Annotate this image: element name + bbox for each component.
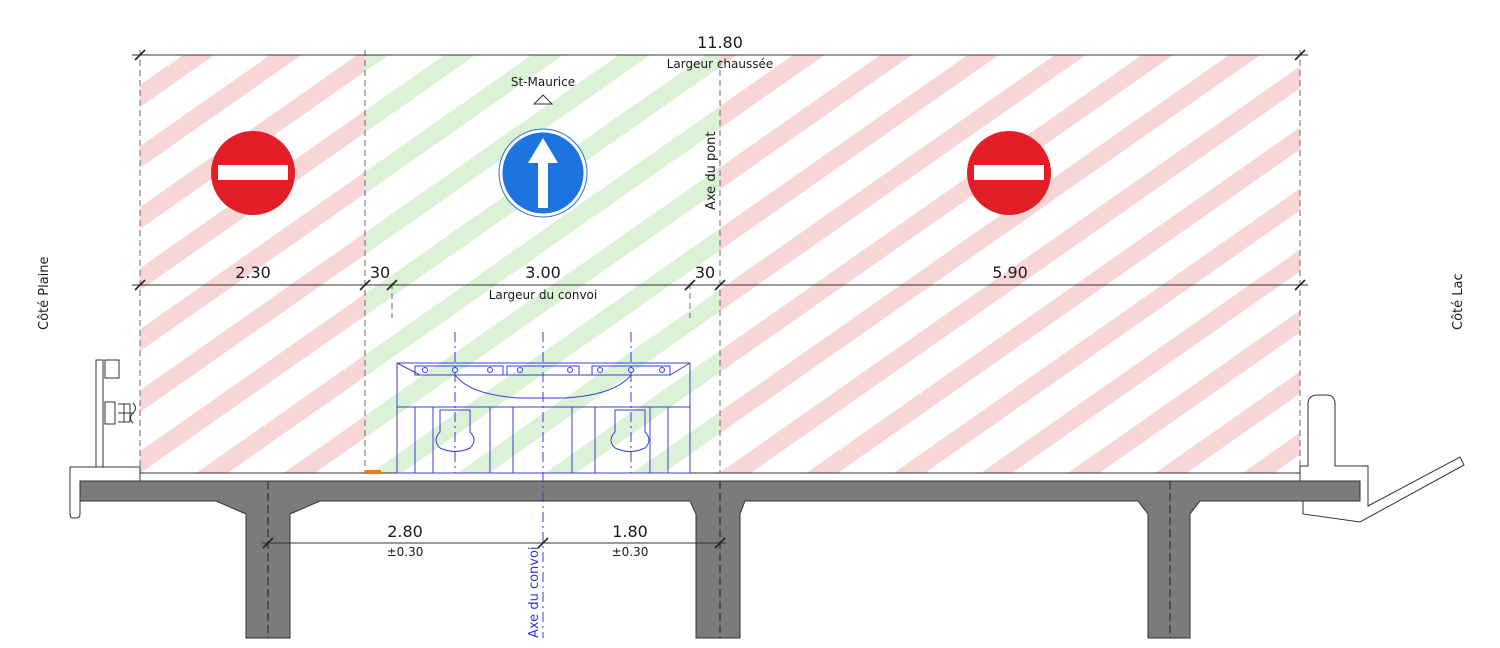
segment-left-width: 2.30 — [235, 263, 271, 282]
segment-right-margin: 30 — [695, 263, 715, 282]
bridge-axis-label: Axe du pont — [704, 132, 719, 210]
convoy-vehicle — [396, 332, 691, 638]
segment-left-margin: 30 — [370, 263, 390, 282]
closed-zone-left — [140, 55, 365, 473]
right-side-label: Côté Lac — [1451, 273, 1466, 330]
mandatory-straight-sign — [498, 128, 588, 218]
lane-zones — [140, 55, 1300, 473]
dimension-pier-offsets: 2.80 ±0.30 1.80 ±0.30 — [262, 522, 726, 559]
pier-offset-right-tolerance: ±0.30 — [612, 545, 649, 559]
segment-convoy-width: 3.00 — [525, 263, 561, 282]
no-entry-sign-right — [967, 131, 1051, 215]
convoy-axis-label: Axe du convoi — [527, 546, 542, 638]
left-side-label: Côté Plaine — [37, 256, 52, 330]
direction-triangle-icon — [532, 94, 554, 105]
pier-offset-left-tolerance: ±0.30 — [387, 545, 424, 559]
dimension-lane-segments: 2.30 30 3.00 Largeur du convoi 30 5.90 — [132, 263, 1308, 302]
total-width-value: 11.80 — [697, 33, 743, 52]
direction-label: St-Maurice — [511, 75, 575, 89]
edge-marker — [366, 470, 381, 474]
left-parapet — [69, 359, 141, 519]
no-entry-sign-left — [211, 131, 295, 215]
open-zone-convoy — [365, 55, 720, 473]
right-parapet — [1299, 394, 1465, 523]
zone-boundaries — [139, 50, 1301, 473]
pier-offset-right-value: 1.80 — [612, 522, 648, 541]
direction-indicator: St-Maurice — [511, 75, 575, 105]
closed-zone-right — [720, 55, 1300, 473]
dimension-total-width: 11.80 Largeur chaussée — [132, 33, 1308, 71]
segment-convoy-caption: Largeur du convoi — [489, 288, 597, 302]
pier-offset-left-value: 2.80 — [387, 522, 423, 541]
segment-right-width: 5.90 — [992, 263, 1028, 282]
bridge-structure — [79, 472, 1361, 639]
total-width-caption: Largeur chaussée — [667, 57, 774, 71]
